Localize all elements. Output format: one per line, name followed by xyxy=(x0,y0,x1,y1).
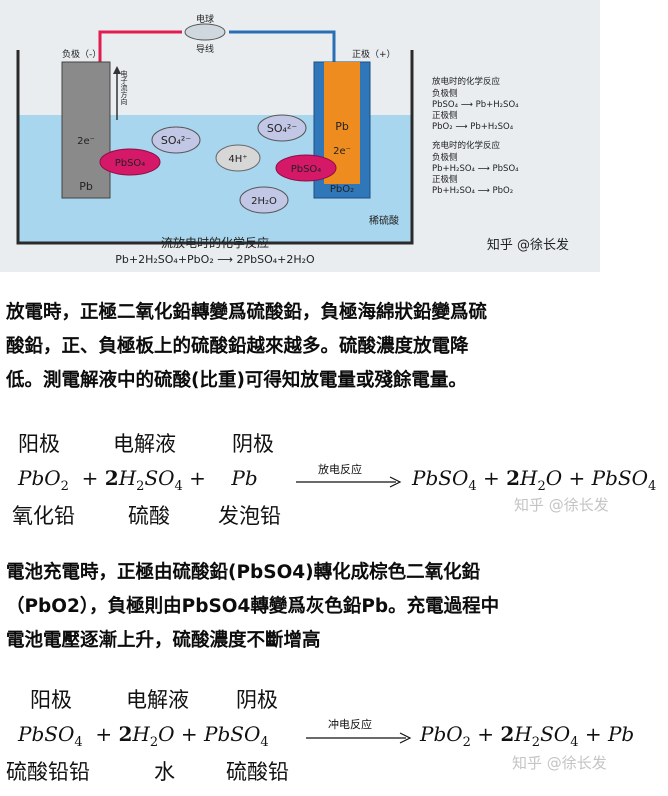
discharge-line-3: 低。測電解液中的硫酸(比重)可得知放電量或殘餘電量。 xyxy=(6,370,467,391)
charge-equation-products: PbO2 + 2H2SO4 + Pb xyxy=(420,722,635,750)
bottom-title: 流放电时的化学反应 xyxy=(161,235,269,250)
eq2-label-anode: 阳极 xyxy=(30,688,72,712)
bottom-equation: Pb+2H₂SO₄+PbO₂ ⟶ 2PbSO₄+2H₂O xyxy=(115,253,315,266)
side-reaction-line: 放电时的化学反应 xyxy=(432,76,501,87)
negative-plate xyxy=(61,61,111,199)
eq2-label-lead-sulfate-2: 硫酸铅 xyxy=(226,760,289,784)
discharge-line-1: 放電時，正極二氧化鉛轉變爲硫酸鉛，負極海綿狀鉛變爲硫 xyxy=(6,302,488,323)
side-reaction-line: PbSO₄ ⟶ Pb+H₂SO₄ xyxy=(432,100,519,110)
positive-label: 正极（+） xyxy=(352,48,396,60)
eq2-condition: 冲电反应 xyxy=(328,718,372,731)
side-reaction-line: 充电时的化学反应 xyxy=(432,140,501,151)
discharge-line-2: 酸鉛，正、負極板上的硫酸鉛越來越多。硫酸濃度放電降 xyxy=(6,336,469,357)
battery-diagram: 电球 导线 负极（-） 正极（+） 电子流方向 SO₄²⁻ SO₄²⁻ 4H⁺ … xyxy=(0,0,600,272)
wire-label: 导线 xyxy=(196,43,214,55)
side-reaction-line: 正极侧 xyxy=(432,110,458,121)
eq1-watermark: 知乎 @徐长发 xyxy=(514,496,609,514)
wire-blue xyxy=(229,30,336,62)
eq1-condition: 放电反应 xyxy=(318,463,362,476)
negative-label: 负极（-） xyxy=(62,48,101,60)
discharge-paragraph: 放電時，正極二氧化鉛轉變爲硫酸鉛，負極海綿狀鉛變爲硫 酸鉛，正、負極板上的硫酸鉛… xyxy=(6,296,656,398)
eq2-watermark: 知乎 @徐长发 xyxy=(512,754,607,772)
eq1-label-sponge-lead: 发泡铅 xyxy=(218,504,281,528)
eq2-label-water: 水 xyxy=(154,760,175,784)
electron-direction-label: 电子流方向 xyxy=(120,69,128,105)
discharge-equation-products: PbSO4 + 2H2O + PbSO4 xyxy=(412,466,657,494)
discharge-equation: PbO2 + 2H2SO4 + Pb xyxy=(18,466,258,494)
lead-dioxide-label: PbO₂ xyxy=(330,184,354,195)
eq2-label-electrolyte: 电解液 xyxy=(126,688,189,712)
lead-sulfate-right xyxy=(275,154,337,182)
load-bulb xyxy=(184,23,226,41)
eq1-label-cathode: 阴极 xyxy=(232,432,274,456)
electrolyte-label: 稀硫酸 xyxy=(369,214,399,227)
lead-dioxide-plate-label: Pb xyxy=(335,120,349,133)
side-reaction-line: Pb+H₂SO₄ ⟶ PbSO₄ xyxy=(432,164,519,174)
sulfate-ion-1-label: SO₄²⁻ xyxy=(161,134,191,147)
diagram-watermark: 知乎 @徐长发 xyxy=(487,237,569,253)
side-reaction-line: 负极侧 xyxy=(432,88,458,99)
side-reaction-line: 负极侧 xyxy=(432,152,458,163)
eq2-label-cathode: 阴极 xyxy=(236,688,278,712)
charge-paragraph: 電池充電時，正極由硫酸鉛(PbSO4)轉化成棕色二氧化鉛 （PbO2），負極則由… xyxy=(6,556,656,658)
electron-arrow-head xyxy=(113,66,121,74)
electron-left-label: 2e⁻ xyxy=(77,136,95,147)
load-label: 电球 xyxy=(196,13,214,25)
lead-sulfate-left xyxy=(99,148,161,176)
sulfate-ion-1 xyxy=(151,126,201,154)
lead-plate-label: Pb xyxy=(79,180,93,193)
charge-equation: PbSO4 + 2H2O + PbSO4 xyxy=(18,722,269,750)
lead-sulfate-right-label: PbSO₄ xyxy=(291,164,322,175)
eq1-label-sulfuric-acid: 硫酸 xyxy=(128,504,170,528)
lead-sulfate-left-label: PbSO₄ xyxy=(115,158,146,169)
side-reaction-line: Pb+H₂SO₄ ⟶ PbO₂ xyxy=(432,186,513,196)
charge-line-1: 電池充電時，正極由硫酸鉛(PbSO4)轉化成棕色二氧化鉛 xyxy=(6,562,481,583)
water-molecule xyxy=(239,186,289,214)
charge-line-3: 電池電壓逐漸上升，硫酸濃度不斷增高 xyxy=(6,630,321,651)
hydrogen-ion xyxy=(215,144,261,172)
eq1-arrow xyxy=(296,476,402,488)
wire-red xyxy=(98,30,182,62)
tank-outline xyxy=(16,50,414,245)
battery-diagram-svg: 电球 导线 负极（-） 正极（+） 电子流方向 SO₄²⁻ SO₄²⁻ 4H⁺ … xyxy=(16,13,569,266)
sulfate-ion-2 xyxy=(257,114,307,142)
eq1-label-electrolyte: 电解液 xyxy=(113,432,176,456)
eq2-arrow xyxy=(306,732,412,744)
electron-right-label: 2e⁻ xyxy=(333,146,351,157)
sulfate-ion-2-label: SO₄²⁻ xyxy=(267,122,297,135)
eq1-label-anode: 阳极 xyxy=(18,432,60,456)
side-reaction-line: PbO₂ ⟶ Pb+H₂SO₄ xyxy=(432,122,514,132)
charge-line-2: （PbO2），負極則由PbSO4轉變爲灰色鉛Pb。充電過程中 xyxy=(6,596,500,617)
eq1-label-lead-oxide: 氧化铅 xyxy=(12,504,75,528)
side-reaction-line: 正极侧 xyxy=(432,174,458,185)
eq2-label-lead-sulfate-1: 硫酸铅铅 xyxy=(6,760,90,784)
water-molecule-label: 2H₂O xyxy=(251,196,277,207)
hydrogen-ion-label: 4H⁺ xyxy=(228,154,247,165)
